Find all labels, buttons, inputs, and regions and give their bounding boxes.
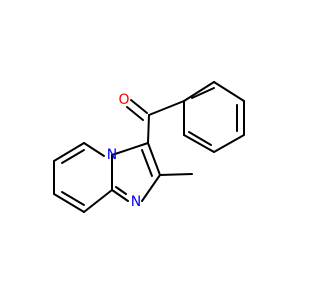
phenyl-inner-bond-a — [191, 87, 215, 99]
bond-c3-c2-inner — [141, 149, 153, 177]
bond-n1-c8a-inner — [115, 186, 127, 195]
bond-n1-c8a — [111, 189, 129, 202]
phenyl-bond-5 — [183, 134, 215, 153]
oxygen-atom-label: O — [118, 92, 129, 108]
phenyl-inner-bond-c — [188, 131, 212, 146]
bridgehead-nitrogen-label: N — [107, 147, 117, 163]
bond-carbonyl-phenyl — [148, 100, 185, 116]
bond-carbonyl-c3 — [147, 114, 150, 144]
bond-c8-c8a — [83, 189, 113, 213]
bond-c7-c8-inner — [61, 191, 85, 206]
bond-n4-c5 — [83, 142, 105, 157]
structure-canvas: O N N — [53, 81, 245, 213]
bond-c3-c2 — [147, 142, 161, 176]
bond-c5-c6 — [53, 142, 85, 162]
molecule-drawing: O N N — [53, 81, 245, 213]
carbonyl-group — [126, 99, 185, 144]
phenyl-bond-2 — [213, 81, 245, 102]
phenyl-bond-4 — [213, 134, 245, 153]
pyridine-ring — [53, 142, 113, 213]
bond-c5-c6-inner — [61, 149, 85, 164]
ring-nitrogen-label: N — [131, 194, 141, 210]
phenyl-ring — [183, 81, 245, 153]
carbonyl-double-bond-b — [130, 99, 148, 114]
carbonyl-double-bond-a — [126, 106, 144, 121]
bond-c7-c8 — [53, 193, 85, 213]
bond-c3-n4 — [111, 142, 149, 156]
imidazole-ring — [111, 142, 193, 202]
bond-c2-methyl — [159, 173, 193, 176]
phenyl-bond-1 — [183, 81, 215, 102]
bond-c2-n1 — [141, 174, 161, 202]
